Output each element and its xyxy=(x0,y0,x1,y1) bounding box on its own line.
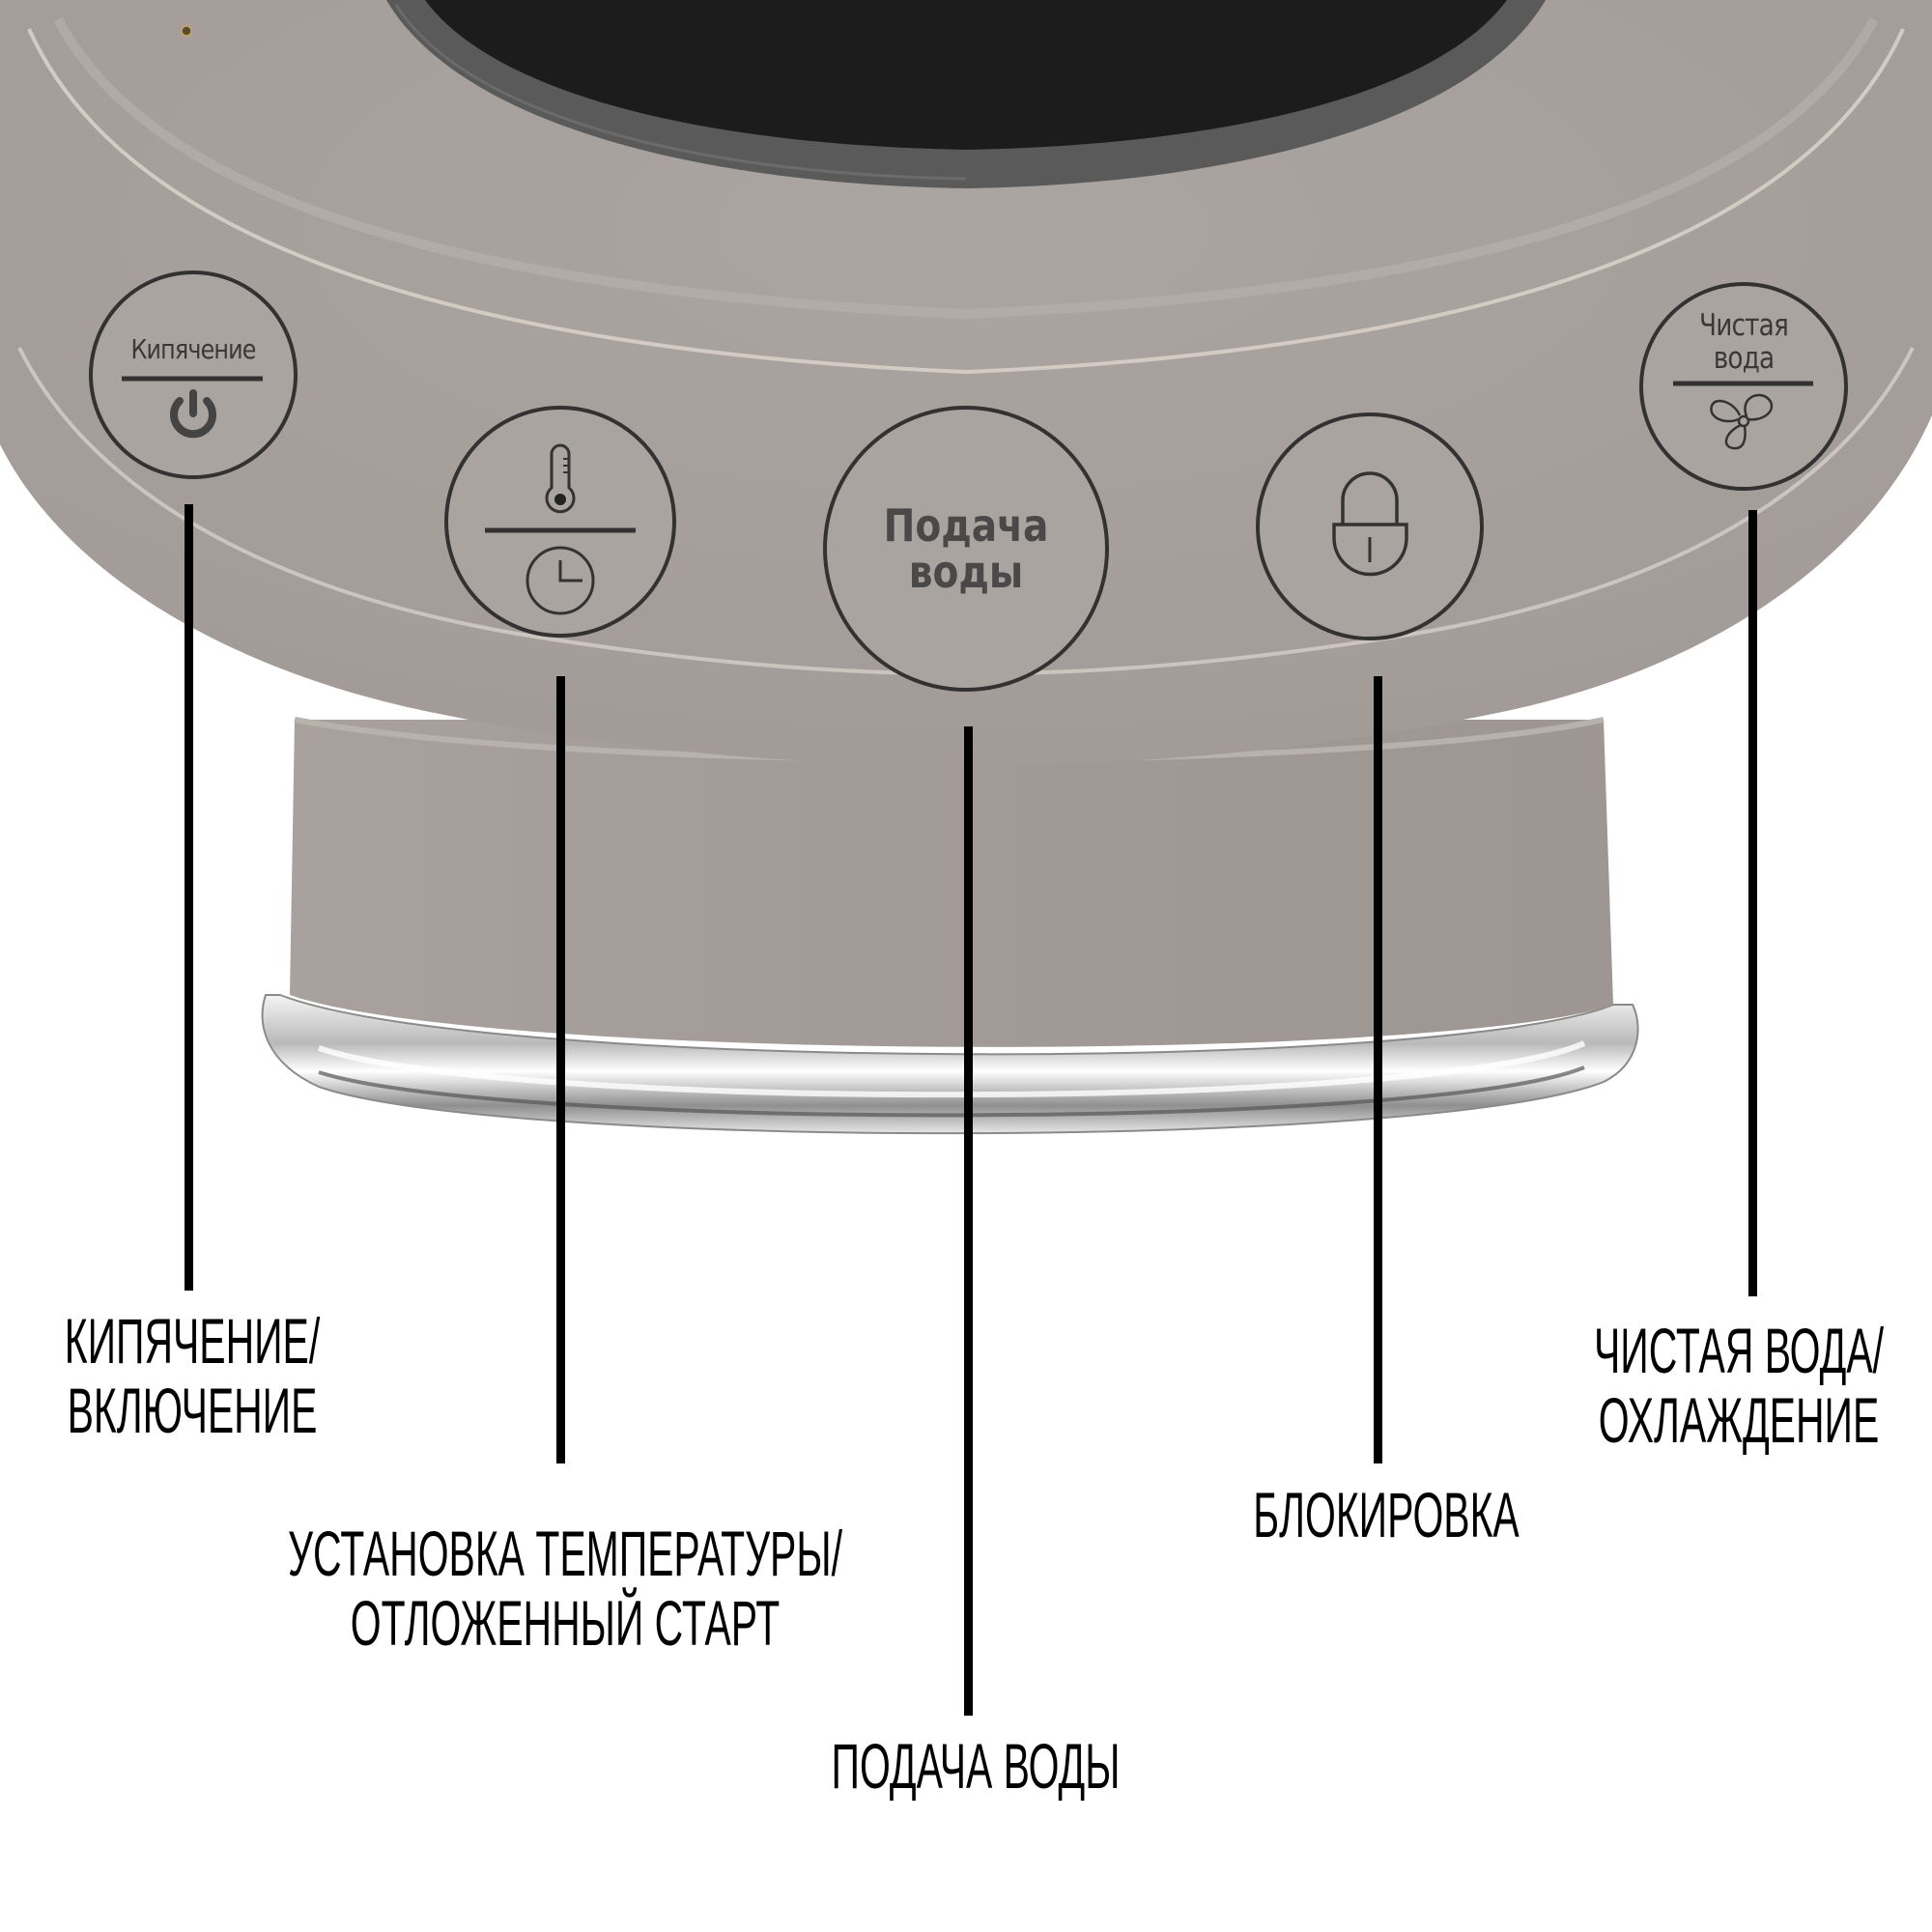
caption-clean-water-line2: ОХЛАЖДЕНИЕ xyxy=(1598,1384,1880,1456)
caption-boil-line2: ВКЛЮЧЕНИЕ xyxy=(67,1375,318,1446)
callout-line-lock xyxy=(1374,676,1382,1463)
boil-button-graphic xyxy=(89,270,298,479)
boil-button-label: Кипячение xyxy=(130,333,257,365)
caption-clean-water: ЧИСТАЯ ВОДА/ ОХЛАЖДЕНИЕ xyxy=(1594,1316,1884,1455)
water-dispense-button[interactable] xyxy=(825,408,1107,690)
water-dispense-button-label-line1: Подача xyxy=(883,499,1049,552)
lock-button-graphic xyxy=(1256,412,1484,640)
chrome-base-ring xyxy=(261,994,1639,1135)
callout-line-boil xyxy=(185,504,193,1291)
caption-clean-water-line1: ЧИСТАЯ ВОДА/ xyxy=(1594,1315,1884,1386)
padlock-icon xyxy=(1332,471,1408,577)
caption-boil-line1: КИПЯЧЕНИЕ/ xyxy=(64,1305,321,1377)
temperature-delay-button[interactable] xyxy=(446,408,674,636)
clock-icon xyxy=(526,546,595,615)
power-icon xyxy=(170,389,216,439)
boil-button[interactable] xyxy=(91,272,296,477)
clean-water-button-label-line1: Чистая xyxy=(1699,308,1789,343)
caption-water-dispense-line1: ПОДАЧА ВОДЫ xyxy=(831,1730,1121,1802)
caption-lock-line1: БЛОКИРОВКА xyxy=(1253,1479,1520,1550)
water-dispense-button-graphic xyxy=(823,406,1109,692)
lock-button[interactable] xyxy=(1258,414,1482,639)
display-window xyxy=(386,0,1546,188)
caption-boil: КИПЯЧЕНИЕ/ ВКЛЮЧЕНИЕ xyxy=(65,1306,320,1445)
callout-line-temperature xyxy=(556,676,565,1463)
base-cylinder xyxy=(290,720,1613,1047)
screw-hole xyxy=(181,25,192,37)
clean-water-button[interactable] xyxy=(1641,284,1846,489)
caption-water-dispense: ПОДАЧА ВОДЫ xyxy=(832,1731,1121,1801)
callout-line-water-dispense xyxy=(964,726,973,1716)
caption-temperature: УСТАНОВКА ТЕМПЕРАТУРЫ/ ОТЛОЖЕННЫЙ СТАРТ xyxy=(288,1519,842,1658)
water-dispense-button-label-line2: воды xyxy=(908,546,1024,598)
clean-water-button-label-line2: вода xyxy=(1713,341,1775,376)
temperature-button-graphic xyxy=(444,406,676,638)
fan-icon xyxy=(1710,393,1774,450)
caption-lock: БЛОКИРОВКА xyxy=(1253,1480,1519,1549)
caption-temperature-line2: ОТЛОЖЕННЫЙ СТАРТ xyxy=(350,1587,781,1659)
callout-line-clean-water xyxy=(1748,510,1757,1296)
clean-water-button-graphic xyxy=(1639,282,1848,491)
caption-temperature-line1: УСТАНОВКА ТЕМПЕРАТУРЫ/ xyxy=(288,1518,842,1589)
thermometer-icon xyxy=(545,443,576,514)
